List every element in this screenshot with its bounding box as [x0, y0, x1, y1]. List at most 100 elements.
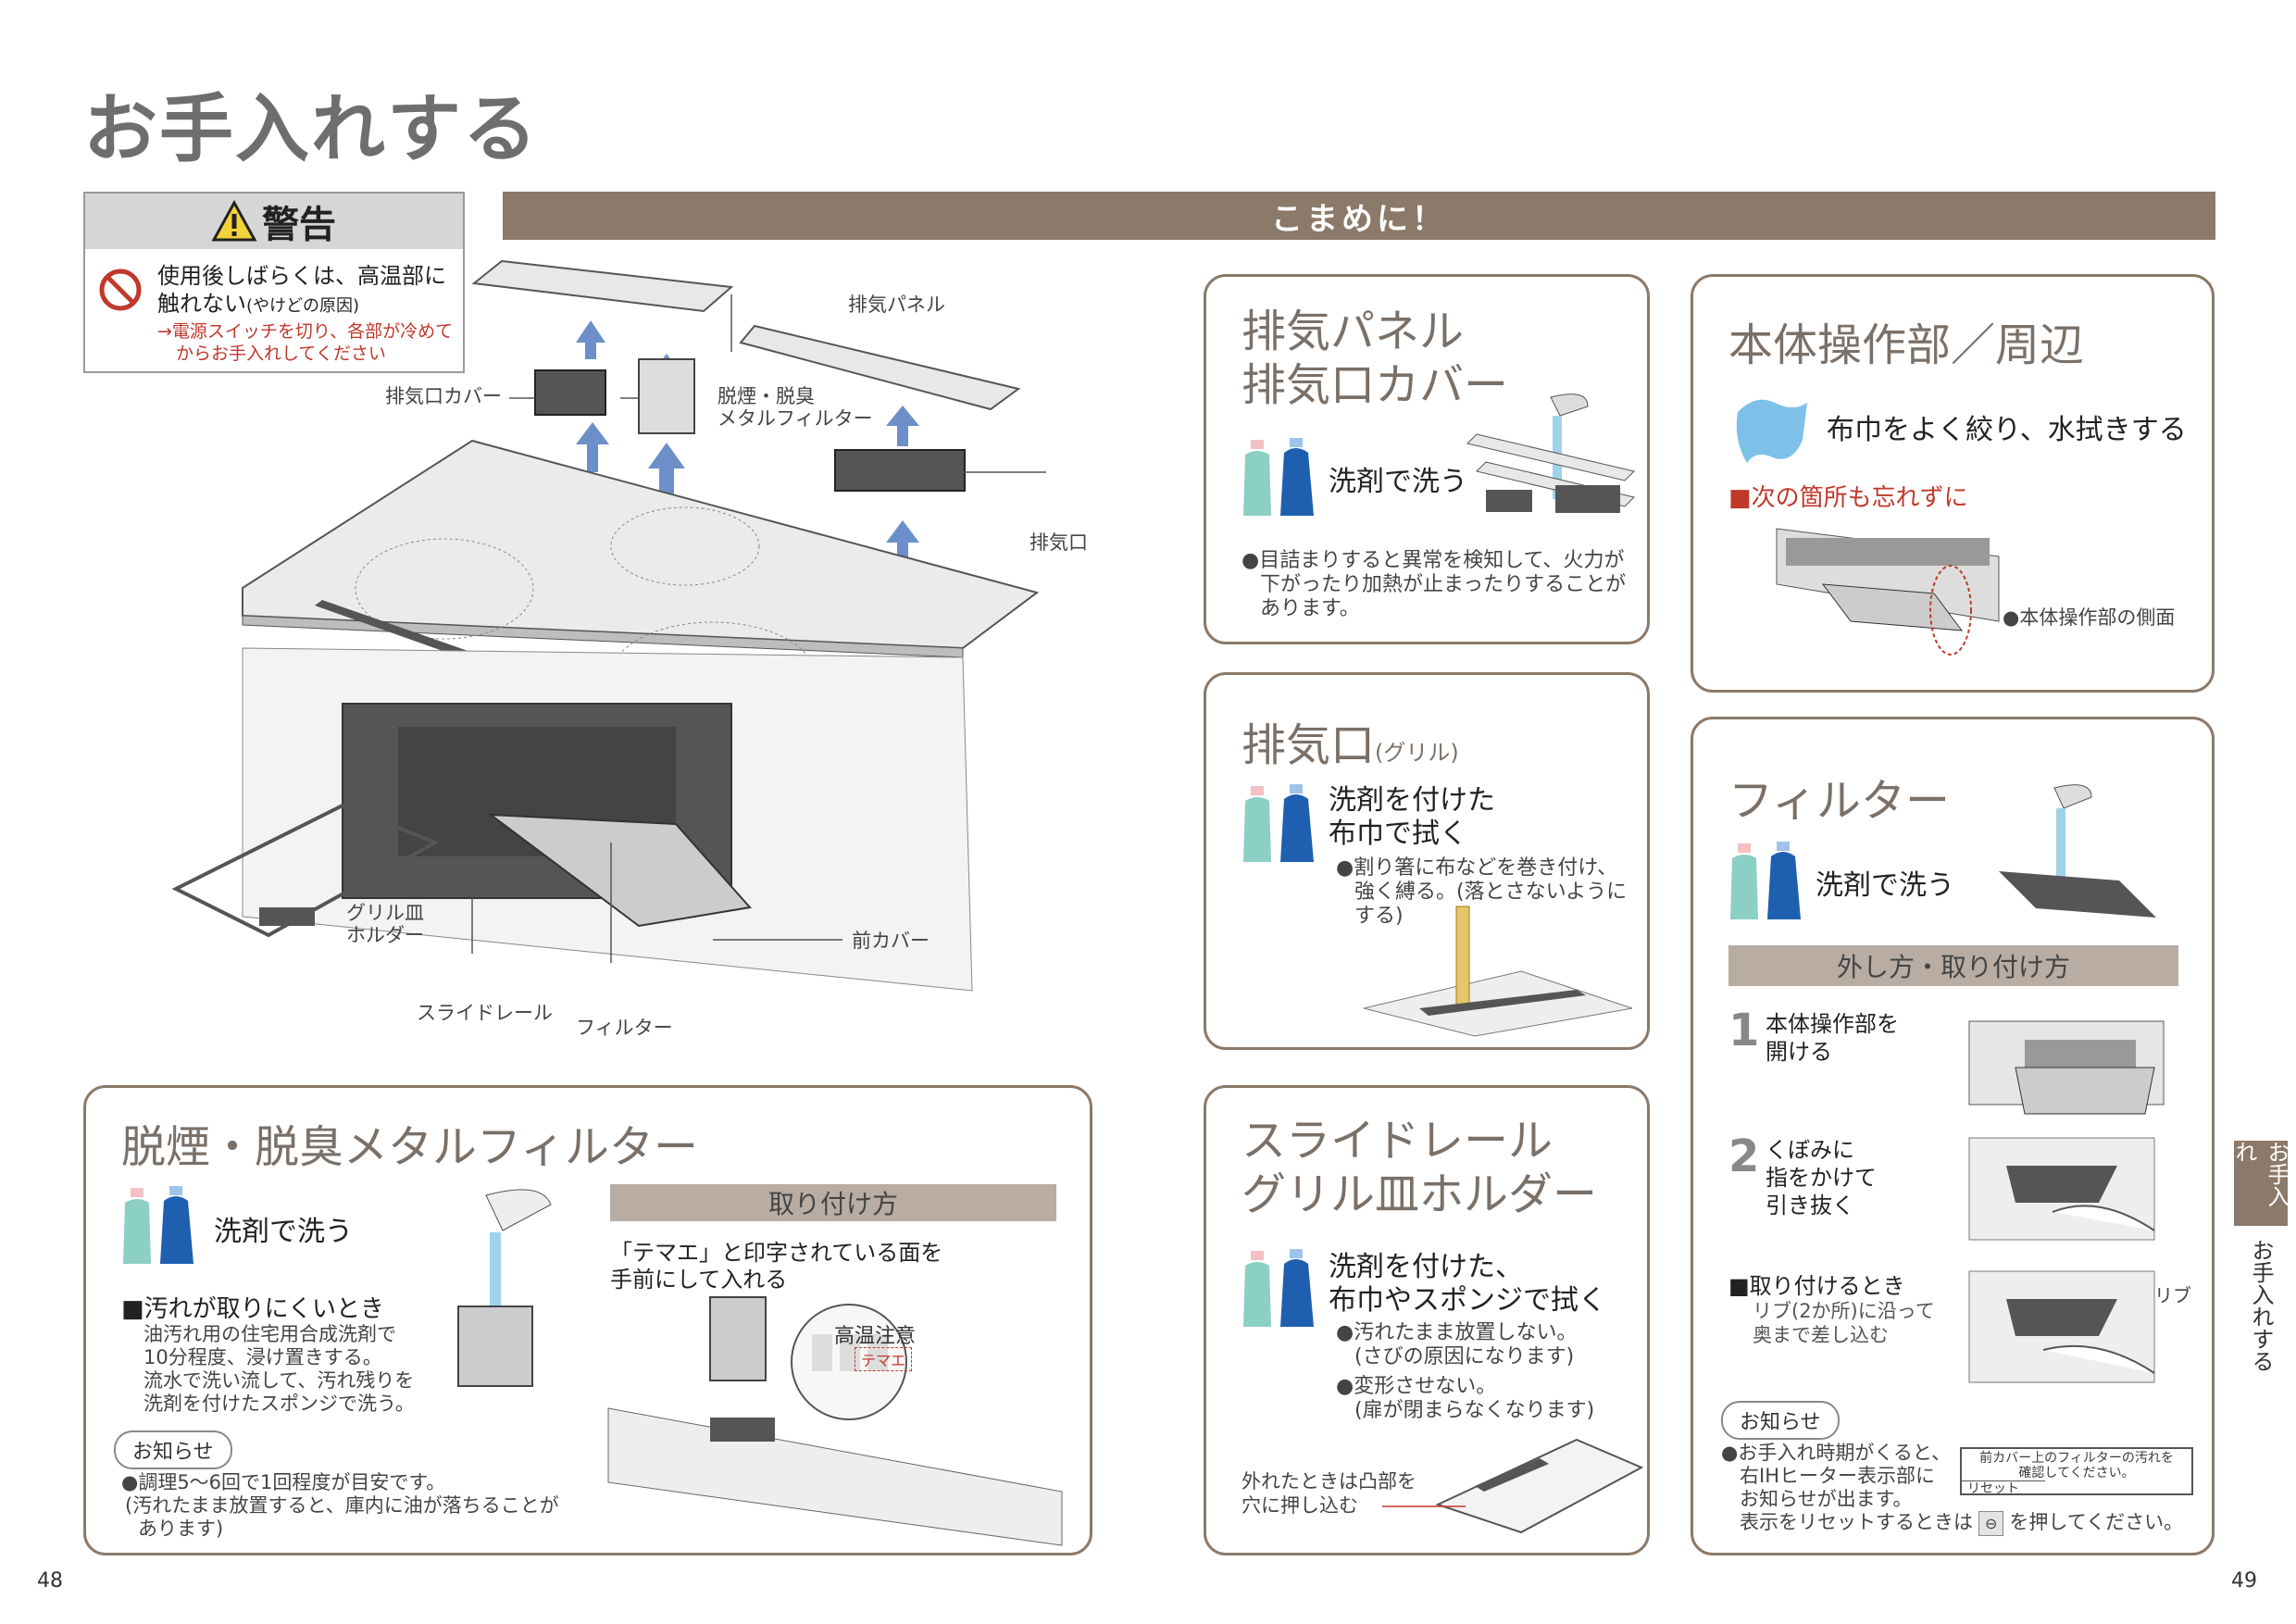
display-reset: リセット — [1962, 1480, 2045, 1496]
side-tab-care: お手入れ — [2231, 1141, 2290, 1226]
frequent-care-banner: こまめに！ — [503, 192, 2215, 240]
control-side-illustration — [1776, 528, 2000, 656]
label-front-cover: 前カバー — [852, 930, 930, 952]
warning-instruction-line1: →電源スイッチを切り、各部が冷めて — [157, 321, 454, 342]
panel-filter-notice-3: お知らせが出ます。 — [1740, 1488, 1913, 1510]
warning-main-line2: 触れない — [157, 291, 246, 317]
panel-filter-step2-line2: 指をかけて — [1766, 1165, 1877, 1191]
panel-slide-action-1: 洗剤を付けた、 — [1329, 1251, 1523, 1283]
panel-slide-title-2: グリル皿ホルダー — [1242, 1168, 1598, 1220]
label-grill-holder-1: グリル皿 — [346, 902, 424, 924]
panel-slide-tip-1: 外れたときは凸部を — [1242, 1470, 1416, 1493]
panel-body-action: 布巾をよく絞り、水拭きする — [1827, 414, 2187, 446]
panel-body-reminder: ■次の箇所も忘れずに — [1728, 484, 1968, 512]
panel-metal-filter-notice: お知らせ — [114, 1430, 232, 1469]
panel-metal-filter-bar: 取り付け方 — [610, 1184, 1056, 1221]
panel-exhaust-port-note-2: 強く縛る。(落とさないようにする) — [1354, 881, 1628, 928]
panel-slide-title-1: スライドレール — [1242, 1115, 1554, 1167]
detergent-bottle-icon — [1730, 842, 1801, 919]
panel-filter-step1-line1: 本体操作部を — [1766, 1011, 1899, 1037]
page-number-right: 49 — [2231, 1569, 2257, 1593]
panel-metal-filter-attach-1: 「テマエ」と印字されている面を — [610, 1240, 943, 1266]
cloth-icon — [1736, 399, 1807, 463]
panel-exhaust-panel-title-1: 排気パネル — [1242, 306, 1465, 357]
panel-slide-action-2: 布巾やスポンジで拭く — [1329, 1284, 1606, 1317]
label-exhaust-panel: 排気パネル — [848, 294, 945, 316]
panel-body-title: 本体操作部／周辺 — [1728, 319, 2085, 371]
panel-metal-filter-hard-head: ■汚れが取りにくいとき — [121, 1295, 385, 1323]
panel-filter-attach-line1: リブ(2か所)に沿って — [1753, 1300, 1935, 1322]
panel-exhaust-port-title-sub: (グリル) — [1375, 740, 1459, 766]
panel-filter-attach-head: ■取り付けるとき — [1728, 1273, 1905, 1299]
grill-holder-illustration — [1382, 1438, 1644, 1534]
label-filter: フィルター — [576, 1017, 673, 1039]
panel-metal-filter-notice-3: あります) — [138, 1518, 224, 1540]
page-title: お手入れする — [83, 86, 539, 172]
panel-metal-filter-notice-2: (汚れたまま放置すると、庫内に油が落ちることが — [125, 1494, 559, 1517]
panel-metal-filter-notice-1: ●調理5〜6回で1回程度が目安です。 — [121, 1471, 446, 1493]
panel-metal-filter: 脱煙・脱臭メタルフィルター 洗剤で洗う ■汚れが取りにくいとき 油汚れ用の住宅用… — [83, 1085, 1092, 1555]
panel-filter: フィルター 洗剤で洗う 外し方・取り付け方 1 本体操作部を 開ける 2 くぼみ… — [1691, 717, 2215, 1555]
display-line1: 前カバー上のフィルターの汚れを — [1979, 1451, 2174, 1466]
label-exhaust-port: 排気口 — [1029, 531, 1088, 554]
panel-filter-action: 洗剤で洗う — [1816, 869, 1954, 902]
chopstick-cleaning-illustration — [1363, 906, 1633, 1037]
metal-filter-attach-illustration — [607, 1296, 1063, 1546]
panel-filter-step1-line2: 開ける — [1766, 1039, 1832, 1065]
warning-heading: 警告 — [85, 194, 463, 249]
panel-filter-notice-1: ●お手入れ時期がくると、 — [1721, 1442, 1952, 1464]
panel-body-point: ●本体操作部の側面 — [2003, 606, 2176, 629]
detergent-bottle-icon — [1243, 1249, 1314, 1327]
prohibited-icon — [99, 269, 142, 311]
warning-box: 警告 使用後しばらくは、高温部に 触れない(やけどの原因) →電源スイッチを切り… — [83, 192, 465, 373]
reset-key-icon: ⊖ — [1978, 1511, 2004, 1536]
panel-metal-filter-action: 洗剤で洗う — [214, 1216, 353, 1248]
detergent-bottle-icon — [123, 1186, 193, 1264]
panel-filter-step1-num: 1 — [1728, 1005, 1760, 1056]
panel-slide-tip-2: 穴に押し込む — [1242, 1494, 1358, 1517]
panel-metal-filter-attach-2: 手前にして入れる — [610, 1267, 788, 1293]
panel-slide-note2-2: (扉が閉まらなくなります) — [1354, 1399, 1595, 1422]
display-line2: 確認してください。 — [2018, 1466, 2135, 1480]
label-slide-rail: スライドレール — [417, 1002, 553, 1024]
side-tab-text: お手入れする — [2248, 1239, 2274, 1372]
panel-exhaust-panel-title-2: 排気口カバー — [1242, 359, 1509, 411]
panel-slide-note1-2: (さびの原因になります) — [1354, 1345, 1575, 1368]
panel-exhaust-panel-action: 洗剤で洗う — [1329, 466, 1467, 498]
panel-filter-notice-4a: 表示をリセットするときは — [1740, 1511, 1973, 1533]
detergent-bottle-icon — [1243, 438, 1314, 516]
label-metal-filter-2: メタルフィルター — [718, 407, 873, 430]
label-hot-caution: 高温注意 — [834, 1325, 917, 1348]
panel-slide-rail: スライドレール グリル皿ホルダー 洗剤を付けた、 布巾やスポンジで拭く ●汚れた… — [1204, 1085, 1650, 1555]
heater-display-message: 前カバー上のフィルターの汚れを 確認してください。 リセット — [1960, 1447, 2193, 1496]
panel-slide-note1-1: ●汚れたまま放置しない。 — [1336, 1321, 1578, 1344]
panel-metal-filter-hard-4: 洗剤を付けたスポンジで洗う。 — [144, 1393, 415, 1415]
panel-filter-rib: リブ — [2154, 1284, 2191, 1306]
faucet-washing-icon — [1466, 394, 1635, 513]
attach-filter-illustration — [1968, 1270, 2155, 1383]
panel-body-controls: 本体操作部／周辺 布巾をよく絞り、水拭きする ■次の箇所も忘れずに ●本体操作部… — [1691, 274, 2215, 693]
detergent-bottle-icon — [1243, 784, 1314, 862]
label-grill-holder-2: ホルダー — [346, 924, 424, 946]
panel-slide-note2-1: ●変形させない。 — [1336, 1375, 1497, 1398]
panel-exhaust-panel-note-2: 下がったり加熱が止まったりすることが — [1260, 573, 1627, 596]
panel-exhaust-port: 排気口(グリル) 洗剤を付けた 布巾で拭く ●割り箸に布などを巻き付け、 強く縛… — [1204, 672, 1650, 1050]
label-exhaust-cover: 排気口カバー — [385, 385, 502, 407]
panel-metal-filter-hard-3: 流水で洗い流して、汚れ残りを — [144, 1369, 415, 1392]
panel-exhaust-port-action-2: 布巾で拭く — [1329, 818, 1467, 850]
pull-filter-illustration — [1968, 1137, 2155, 1241]
panel-filter-title: フィルター — [1728, 775, 1951, 827]
panel-exhaust-port-note-1: ●割り箸に布などを巻き付け、 — [1336, 856, 1618, 880]
warning-instruction-line2: からお手入れしてください — [176, 344, 386, 364]
panel-exhaust-panel-note-3: あります。 — [1260, 597, 1360, 620]
warning-triangle-icon — [211, 199, 257, 242]
panel-filter-step2-line3: 引き抜く — [1766, 1193, 1854, 1218]
open-control-illustration — [1968, 1020, 2165, 1115]
panel-metal-filter-hard-1: 油汚れ用の住宅用合成洗剤で — [144, 1323, 396, 1345]
panel-metal-filter-title: 脱煙・脱臭メタルフィルター — [121, 1121, 699, 1173]
panel-filter-notice-2: 右IHヒーター表示部に — [1740, 1465, 1935, 1487]
cooktop-exploded-diagram — [171, 259, 1046, 992]
faucet-filter-washing-icon — [1999, 784, 2156, 918]
panel-filter-attach-line2: 奥まで差し込む — [1753, 1324, 1889, 1346]
panel-filter-notice-4b: を押してください。 — [2009, 1511, 2184, 1533]
